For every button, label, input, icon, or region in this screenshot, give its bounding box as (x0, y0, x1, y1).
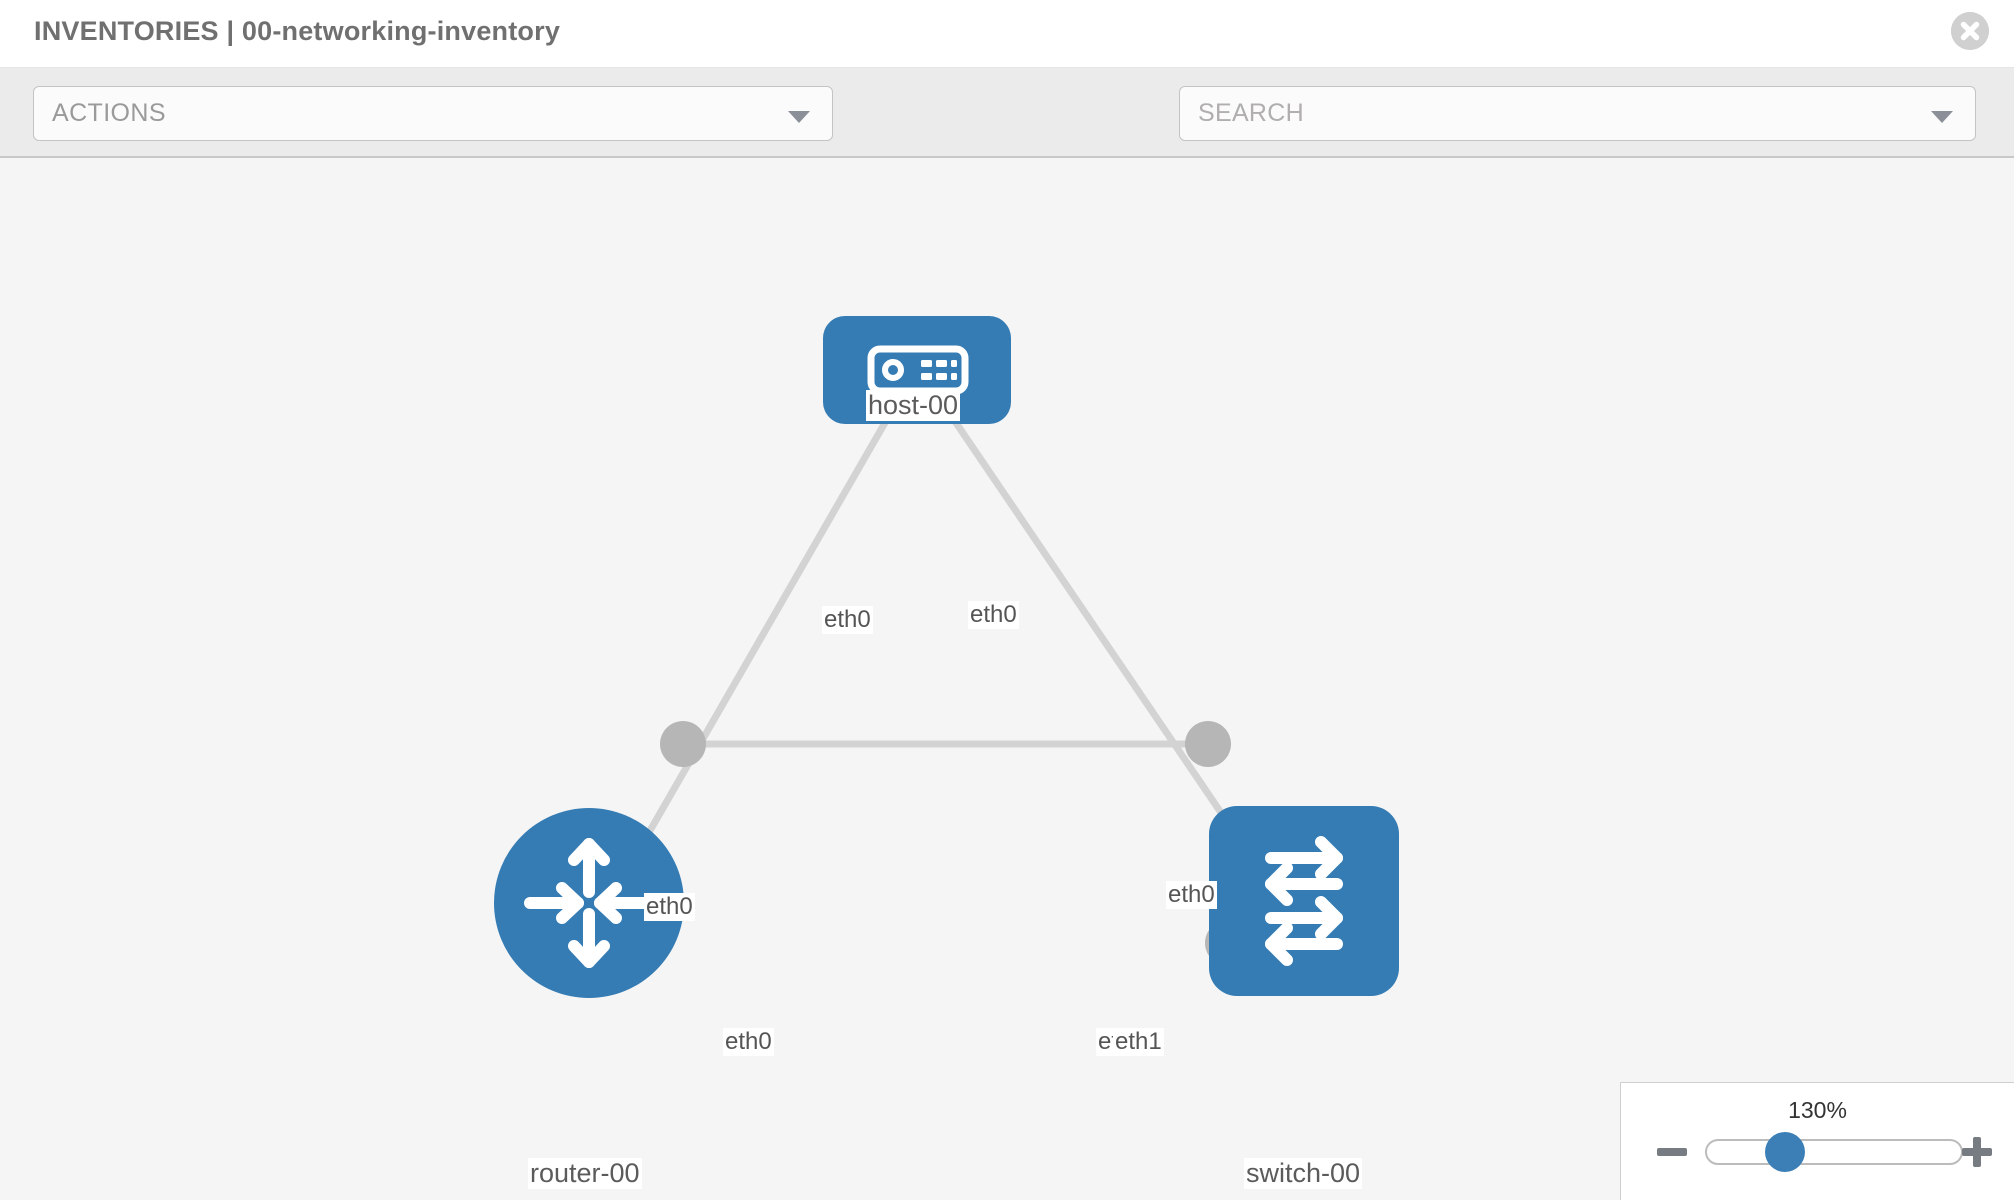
link-label-host-right: eth0 (968, 601, 1019, 629)
link-label-router-right: eth0 (723, 1028, 774, 1056)
search-placeholder: SEARCH (1198, 99, 1304, 127)
router-arrows-icon (524, 838, 654, 968)
topology-canvas[interactable]: host-00 r (0, 158, 2014, 1200)
zoom-control: 130% (1620, 1082, 2014, 1200)
link-label-switch-upper: eth0 (1166, 881, 1217, 909)
link-label-router-upper: eth0 (644, 893, 695, 921)
search-input[interactable]: SEARCH (1179, 86, 1976, 141)
link-label-host-left: eth0 (822, 606, 873, 634)
close-icon[interactable] (1951, 12, 1989, 50)
node-host-00[interactable] (823, 316, 1011, 424)
chevron-down-icon[interactable] (1931, 111, 1953, 123)
node-host-00-label: host-00 (866, 390, 961, 421)
zoom-out-button[interactable] (1655, 1135, 1689, 1169)
link-host-switch (947, 412, 1248, 850)
actions-dropdown[interactable]: ACTIONS (33, 86, 833, 141)
page-header: INVENTORIES | 00-networking-inventory (0, 0, 2014, 68)
switch-arrows-icon (1265, 836, 1343, 966)
node-switch-00-label: switch-00 (1244, 1158, 1363, 1189)
zoom-in-button[interactable] (1960, 1135, 1994, 1169)
toolbar: ACTIONS SEARCH (0, 68, 2014, 195)
node-switch-00-shape (1209, 806, 1399, 996)
link-router-host (636, 412, 894, 850)
server-appliance-icon (867, 345, 969, 395)
topology-links (636, 412, 1248, 850)
port-switch-left[interactable] (1185, 721, 1231, 767)
zoom-slider-thumb[interactable] (1765, 1132, 1805, 1172)
node-router-00-label: router-00 (528, 1158, 642, 1189)
link-label-switch-left-front: eth1 (1113, 1028, 1164, 1056)
node-switch-00[interactable] (1209, 806, 1399, 996)
page-title: INVENTORIES | 00-networking-inventory (34, 16, 561, 46)
zoom-slider-track[interactable] (1705, 1139, 1963, 1165)
actions-dropdown-label: ACTIONS (52, 99, 166, 127)
zoom-level-label: 130% (1788, 1097, 1847, 1123)
chevron-down-icon (788, 111, 810, 123)
port-router-right[interactable] (660, 721, 706, 767)
